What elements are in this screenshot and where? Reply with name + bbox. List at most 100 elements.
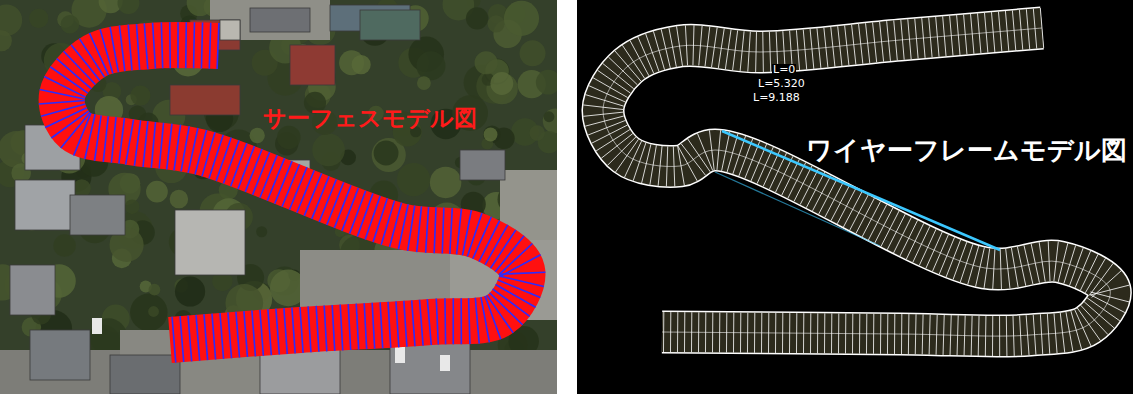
surface-mesh-line <box>193 22 195 68</box>
tree-canopy <box>530 125 545 140</box>
surface-mesh-line <box>253 152 270 195</box>
surface-mesh-line <box>126 119 134 164</box>
tree-canopy <box>504 1 539 36</box>
wire-center-line <box>603 28 1110 336</box>
surface-mesh-line <box>300 307 303 353</box>
surface-mesh-line <box>469 298 470 344</box>
surface-mesh-line <box>388 302 391 348</box>
tree-canopy <box>417 76 431 90</box>
surface-mesh-line <box>201 22 202 68</box>
surface-mesh-line <box>308 306 311 352</box>
selected-edge <box>715 172 880 246</box>
surface-mesh-line <box>209 135 223 179</box>
surface-mesh-line <box>427 299 431 345</box>
surface-mesh-line <box>238 146 255 189</box>
tree-canopy <box>536 70 557 95</box>
tree-canopy <box>130 86 150 106</box>
surface-mesh-line <box>39 100 85 104</box>
surface-mesh-line <box>426 207 429 253</box>
surface-mesh-line <box>223 140 239 183</box>
surface-mesh-line <box>316 306 319 352</box>
house-roof <box>170 85 240 115</box>
surface-mesh-line <box>177 22 179 68</box>
surface-mesh-line <box>342 188 358 231</box>
surface-mesh-line <box>417 206 422 252</box>
surface-mesh-line <box>136 24 139 70</box>
surface-mesh-line <box>327 182 344 225</box>
surface-mesh-line <box>228 312 232 358</box>
surface-mesh-line <box>292 308 295 354</box>
car <box>440 355 450 371</box>
length-label: L=0 <box>772 64 796 76</box>
tree-canopy <box>488 15 505 32</box>
tree-canopy <box>61 15 80 34</box>
surface-mesh-line <box>196 315 200 361</box>
length-label: L=5.320 <box>757 78 806 90</box>
aerial-photo <box>0 0 557 394</box>
surface-mesh-line <box>209 23 210 69</box>
surface-mesh-line <box>216 138 231 181</box>
surface-mesh-line <box>144 23 148 69</box>
surface-mesh-line <box>276 309 279 355</box>
surface-mesh-line <box>475 298 479 344</box>
tree-canopy <box>73 179 91 197</box>
tree-canopy <box>416 51 445 80</box>
surface-mesh-line <box>357 193 373 236</box>
surface-mesh-line <box>252 310 255 356</box>
surface-mesh-line <box>94 115 101 161</box>
tree-canopy <box>117 0 139 14</box>
tree-canopy <box>146 181 168 203</box>
tree-canopy <box>175 276 205 306</box>
surface-mesh-line <box>408 206 415 251</box>
surface-mesh-line <box>220 313 224 359</box>
tree-canopy <box>544 111 555 122</box>
surface-mesh-line <box>284 308 287 354</box>
surface-mesh-line <box>103 116 108 162</box>
house-roof <box>390 340 470 394</box>
photo-ground <box>0 0 557 394</box>
house-roof <box>460 150 505 180</box>
tree-canopy <box>148 306 159 317</box>
car <box>395 347 405 363</box>
surface-mesh-line <box>185 22 187 68</box>
surface-mesh-line <box>260 155 277 198</box>
surface-mesh-line <box>217 23 219 69</box>
house-roof <box>175 210 245 275</box>
tree-canopy <box>256 226 267 237</box>
tree-canopy <box>0 30 12 51</box>
surface-mesh-line <box>312 176 329 219</box>
house-roof <box>110 355 180 394</box>
surface-mesh-line <box>297 170 314 213</box>
wire-surface <box>603 28 1110 336</box>
wireframe-ground <box>577 0 1133 394</box>
surface-mesh-line <box>40 90 85 99</box>
length-label: L=9.188 <box>752 92 801 104</box>
surface-mesh-line <box>348 304 350 350</box>
surface-mesh-line <box>204 314 208 360</box>
surface-mesh-line <box>244 311 248 357</box>
surface-mesh-line <box>304 173 321 216</box>
surface-mesh-line <box>134 120 140 166</box>
tree-canopy <box>374 141 399 166</box>
surface-mesh-line <box>396 301 399 347</box>
surface-mesh-line <box>442 208 444 254</box>
wire-outline <box>603 28 1110 336</box>
tree-canopy <box>352 55 371 74</box>
surface-mesh-line <box>212 314 216 360</box>
tree-canopy <box>149 284 161 296</box>
surface-mesh-line <box>282 164 299 207</box>
tree-canopy <box>490 72 513 95</box>
house-roof <box>360 10 420 40</box>
surface-mesh-line <box>180 316 184 362</box>
surface-mesh-line <box>172 317 176 363</box>
surface-mesh-line <box>111 117 116 163</box>
surface-mesh-line <box>153 23 156 69</box>
surface-mesh-line <box>365 196 380 239</box>
surface-mesh-line <box>174 125 181 171</box>
house-roof <box>290 45 335 85</box>
surface-mesh-line <box>181 126 189 171</box>
surface-mesh-line <box>169 22 171 68</box>
surface-mesh-line <box>275 161 292 204</box>
surface-mesh-line <box>202 132 215 176</box>
